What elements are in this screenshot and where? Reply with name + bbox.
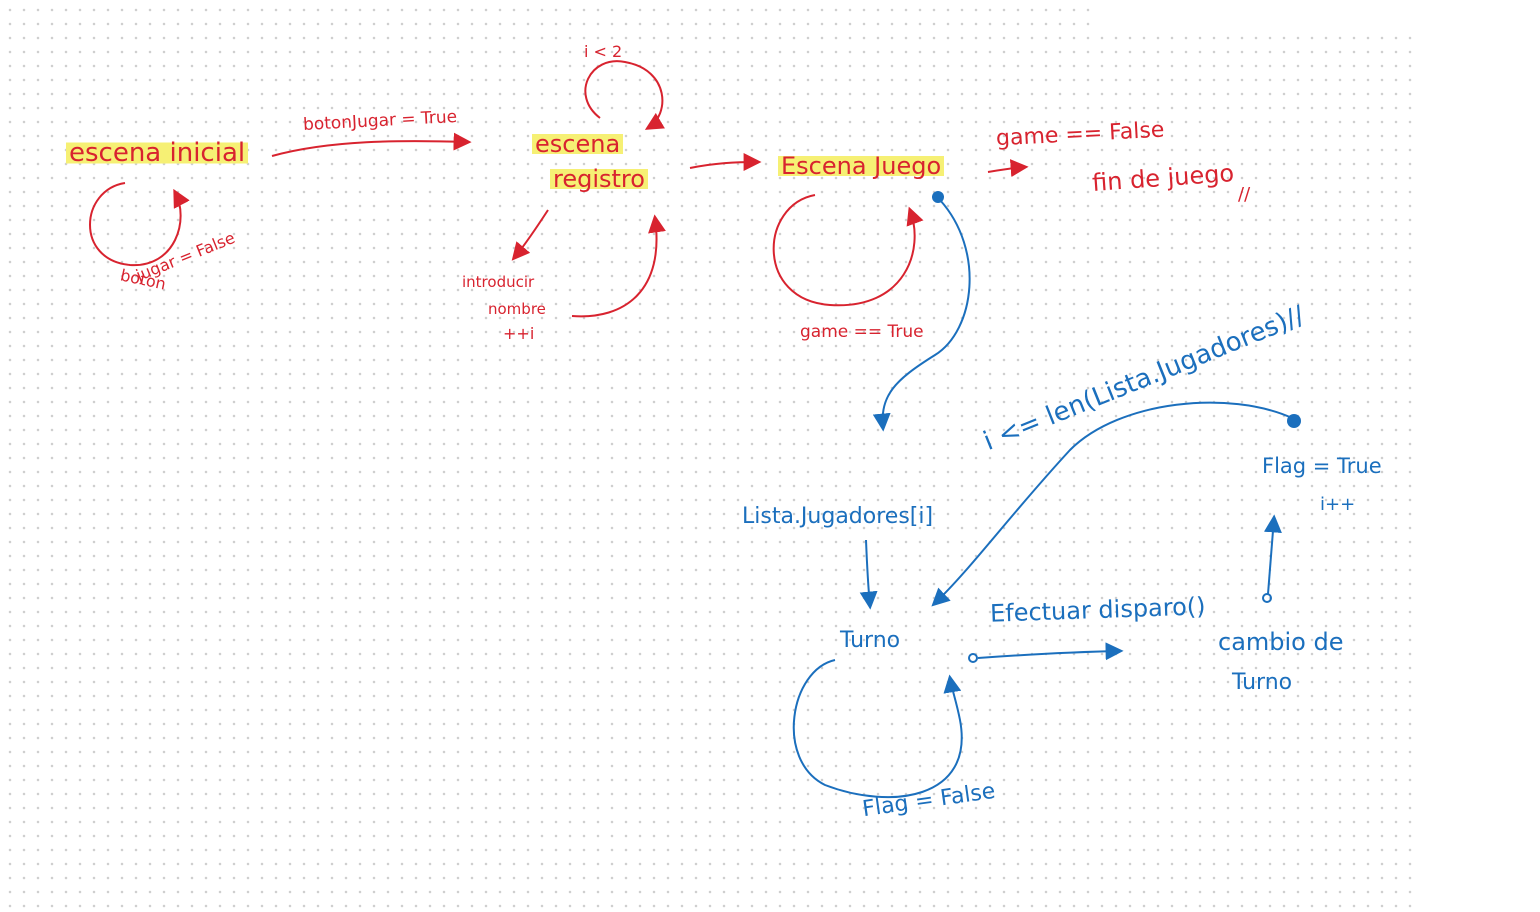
- state-escena-registro-2: registro: [550, 165, 648, 193]
- dot-grid-gap: [1090, 0, 1420, 30]
- arrow-juego-fin: [987, 159, 1029, 178]
- arrow-registro-juego: [689, 153, 762, 172]
- label-game-true: game == True: [800, 322, 924, 342]
- state-escena-registro-1: escena: [532, 130, 624, 158]
- blank-margin: [1420, 0, 1540, 912]
- state-escena-juego: Escena Juego: [778, 152, 945, 180]
- start-dot-turno: [968, 653, 978, 663]
- arrow-registro-introducir: [511, 209, 549, 261]
- label-introducir-1: introducir: [462, 273, 535, 291]
- state-cambio-de-turno-1: cambio de: [1218, 628, 1344, 656]
- arrow-lista-turno: [859, 539, 878, 610]
- loop-escena-juego: [772, 194, 924, 307]
- loop-registro-top: [584, 60, 665, 130]
- arrow-turno-cambio: [977, 642, 1124, 661]
- arrow-flag-turno: [931, 401, 1293, 607]
- state-cambio-de-turno-2: Turno: [1232, 670, 1293, 695]
- arrow-introducir-registro: [571, 214, 666, 318]
- label-flag-true: Flag = True: [1262, 454, 1382, 478]
- label-i-plus-plus: i++: [1320, 494, 1356, 515]
- arrow-inicial-registro: [271, 132, 472, 157]
- arrow-cambio-flag: [1263, 514, 1282, 595]
- state-turno: Turno: [840, 628, 901, 653]
- state-lista-jugadores: Lista.Jugadores[i]: [742, 504, 934, 529]
- label-efectuar-disparo: Efectuar disparo(): [989, 592, 1206, 628]
- label-introducir-2: nombre: [488, 300, 546, 318]
- label-introducir-3: ++i: [503, 324, 535, 343]
- arrow-juego-lista: [872, 199, 971, 432]
- label-i-lt-2: i < 2: [584, 42, 623, 61]
- loop-turno: [792, 659, 963, 799]
- loop-escena-inicial: [89, 182, 190, 267]
- state-escena-inicial: escena inicial: [66, 138, 249, 168]
- start-dot-cambio: [1262, 593, 1272, 603]
- fin-mark: //: [1238, 184, 1251, 205]
